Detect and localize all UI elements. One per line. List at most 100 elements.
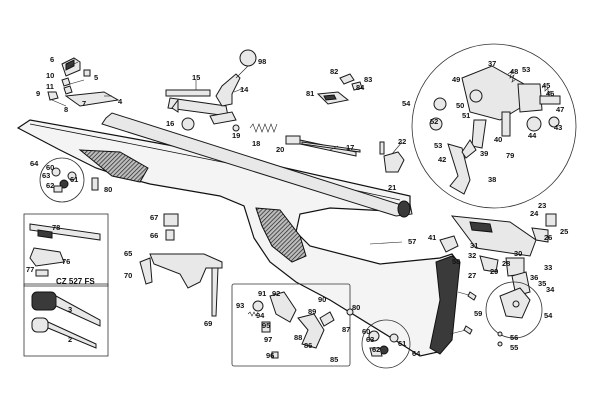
label-30: 30	[514, 249, 522, 258]
label-34: 34	[546, 285, 555, 294]
label-52: 52	[430, 117, 438, 126]
label-11: 11	[46, 82, 54, 91]
label-16: 16	[166, 119, 174, 128]
label-51: 51	[462, 111, 470, 120]
label-2: 2	[68, 335, 72, 344]
misc-screws	[91, 177, 503, 347]
label-80b: 80	[352, 303, 360, 312]
label-95: 95	[262, 321, 270, 330]
label-85: 85	[330, 355, 338, 364]
label-35: 35	[538, 279, 546, 288]
label-92: 92	[272, 289, 280, 298]
label-40: 40	[494, 135, 502, 144]
label-45: 45	[542, 81, 550, 90]
label-81: 81	[306, 89, 314, 98]
label-64a: 64	[30, 159, 39, 168]
label-33: 33	[544, 263, 552, 272]
swivel-inset-lower	[361, 319, 411, 369]
trigger-inset-54	[485, 281, 543, 339]
label-77: 77	[26, 265, 34, 274]
label-17: 17	[346, 143, 354, 152]
label-69: 69	[204, 319, 212, 328]
label-23: 23	[538, 201, 546, 210]
label-10: 10	[46, 71, 54, 80]
label-42: 42	[438, 155, 446, 164]
label-27: 27	[468, 271, 476, 280]
label-48: 48	[510, 67, 518, 76]
bolt-knob-98	[239, 49, 257, 67]
label-59: 59	[474, 309, 482, 318]
label-8: 8	[64, 105, 68, 114]
buttplate-58	[429, 255, 461, 355]
label-3: 3	[68, 305, 72, 314]
label-70: 70	[124, 271, 132, 280]
bolt-release-inset	[23, 213, 109, 287]
label-60b: 60	[362, 327, 370, 336]
label-26: 26	[544, 233, 552, 242]
label-83: 83	[364, 75, 372, 84]
label-87: 87	[342, 325, 350, 334]
label-6: 6	[50, 55, 54, 64]
label-37: 37	[488, 59, 496, 68]
label-18: 18	[252, 139, 260, 148]
label-49: 49	[452, 75, 460, 84]
label-25: 25	[560, 227, 568, 236]
label-79: 79	[506, 151, 514, 160]
label-98: 98	[258, 57, 266, 66]
receiver-parts	[439, 213, 557, 297]
label-58: 58	[452, 257, 460, 266]
label-50: 50	[456, 101, 464, 110]
label-36: 36	[530, 273, 538, 282]
label-91: 91	[258, 289, 266, 298]
springs-pins	[249, 123, 405, 173]
label-53b: 53	[434, 141, 442, 150]
label-5: 5	[94, 73, 98, 82]
label-32: 32	[468, 251, 476, 260]
label-15: 15	[192, 73, 200, 82]
bolt-assembly	[165, 49, 257, 132]
label-38: 38	[488, 175, 496, 184]
label-29: 29	[490, 267, 498, 276]
label-78: 78	[52, 223, 60, 232]
part-number-labels: 6 5 10 11 9 7 4 8 15 14 98 16 19 18 20 1…	[26, 55, 568, 364]
label-31: 31	[470, 241, 478, 250]
label-93: 93	[236, 301, 244, 310]
label-89: 89	[308, 307, 316, 316]
label-21: 21	[388, 183, 396, 192]
label-54b: 54	[544, 311, 553, 320]
label-63a: 63	[42, 171, 50, 180]
trigger-guard	[139, 213, 223, 317]
label-14: 14	[240, 85, 249, 94]
label-60a: 60	[46, 163, 54, 172]
label-61a: 61	[70, 175, 78, 184]
label-20: 20	[276, 145, 284, 154]
trigger-parts-box	[231, 283, 351, 367]
label-22: 22	[398, 137, 406, 146]
label-82: 82	[330, 67, 338, 76]
label-57: 57	[408, 237, 416, 246]
label-94: 94	[256, 311, 265, 320]
label-84: 84	[356, 83, 365, 92]
label-86: 86	[304, 341, 312, 350]
label-41: 41	[428, 233, 436, 242]
leader-lines	[69, 61, 403, 245]
label-80a: 80	[104, 185, 112, 194]
label-62b: 62	[372, 345, 380, 354]
label-53a: 53	[522, 65, 530, 74]
label-96: 96	[266, 351, 274, 360]
label-63b: 63	[366, 335, 374, 344]
label-61b: 61	[398, 339, 406, 348]
label-24: 24	[530, 209, 539, 218]
label-76: 76	[62, 257, 70, 266]
label-64b: 64	[412, 349, 421, 358]
swivel-inset-upper	[39, 157, 85, 203]
label-47: 47	[556, 105, 564, 114]
label-66: 66	[150, 231, 158, 240]
label-19: 19	[232, 131, 240, 140]
label-46a: 46	[546, 89, 554, 98]
label-44: 44	[528, 131, 537, 140]
scope-mount-parts	[316, 73, 363, 105]
label-97: 97	[264, 335, 272, 344]
label-4: 4	[118, 97, 123, 106]
